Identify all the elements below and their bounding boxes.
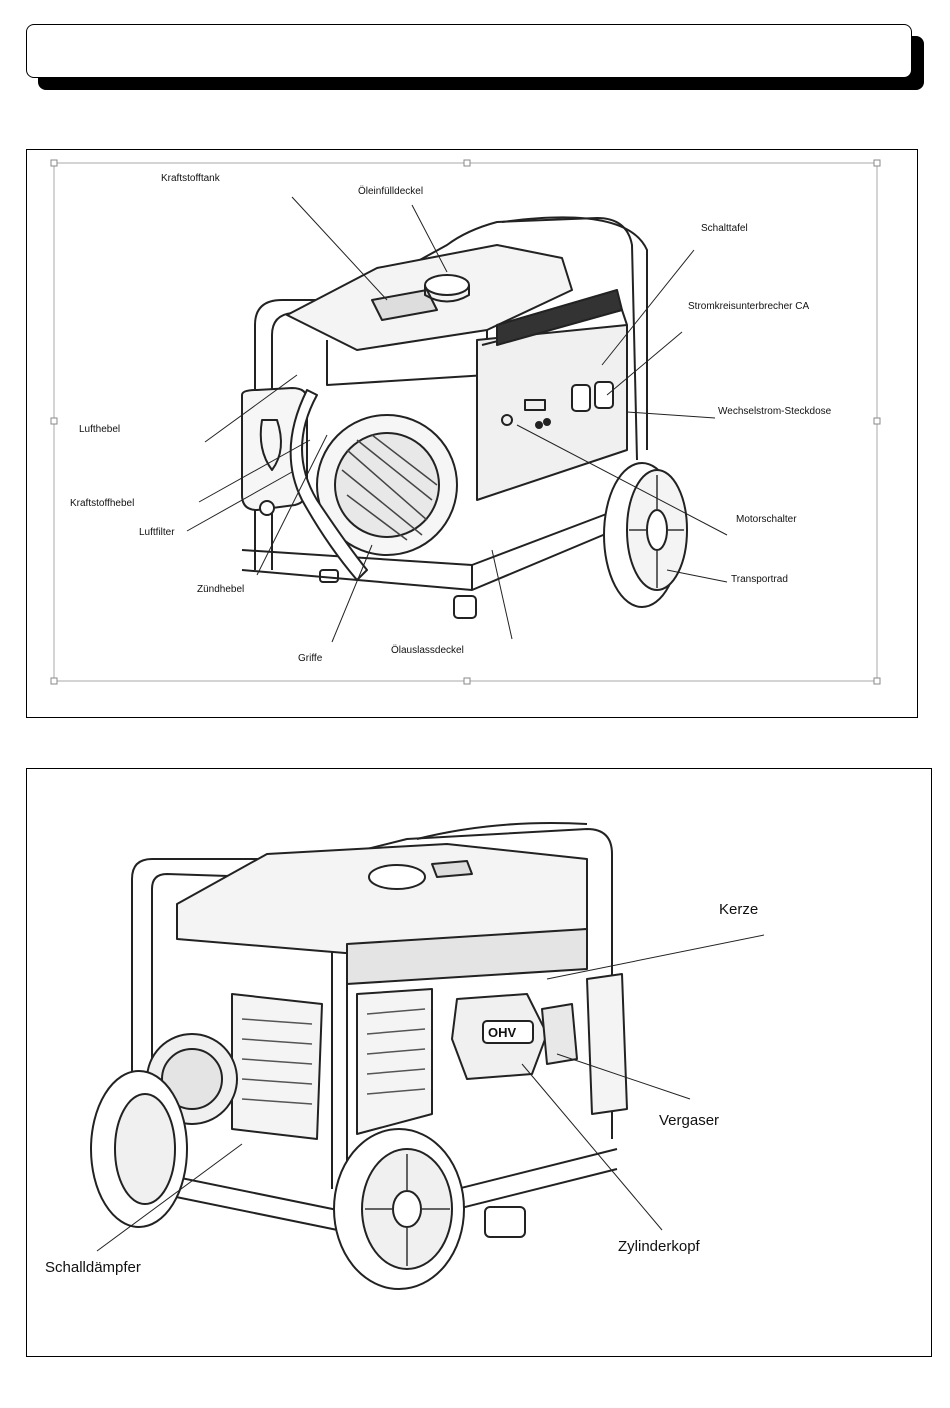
- label-oil-fill-cap: Öleinfülldeckel: [358, 186, 423, 197]
- label-muffler: Schalldämpfer: [45, 1259, 141, 1276]
- label-cylinder-head: Zylinderkopf: [618, 1238, 700, 1255]
- header-title-box: [26, 24, 912, 78]
- label-spark-plug: Kerze: [719, 901, 758, 918]
- selection-frame: [54, 163, 877, 681]
- label-control-panel: Schalttafel: [701, 223, 748, 234]
- label-air-filter: Luftfilter: [139, 527, 175, 538]
- generator-rear-drawing: [27, 769, 933, 1358]
- label-carburetor: Vergaser: [659, 1112, 719, 1129]
- label-choke-lever: Lufthebel: [79, 424, 120, 435]
- figure-front-view: Kraftstofftank Öleinfülldeckel Schalttaf…: [26, 149, 918, 718]
- label-engine-switch: Motorschalter: [736, 514, 797, 525]
- label-oil-drain-cap: Ölauslassdeckel: [391, 645, 464, 656]
- label-ac-outlet: Wechselstrom-Steckdose: [718, 406, 831, 417]
- label-transport-wheel: Transportrad: [731, 574, 788, 585]
- generator-front-drawing: [27, 150, 919, 719]
- label-fuel-tank: Kraftstofftank: [161, 173, 220, 184]
- label-handles: Griffe: [298, 653, 322, 664]
- ohv-badge: OHV: [488, 1025, 516, 1040]
- figure-rear-view: OHV Kerze Vergaser Schalldämpfer Zylinde…: [26, 768, 932, 1357]
- label-circuit-breaker: Stromkreisunterbrecher CA: [688, 301, 809, 312]
- label-recoil-starter: Zündhebel: [197, 584, 244, 595]
- label-fuel-lever: Kraftstoffhebel: [70, 498, 134, 509]
